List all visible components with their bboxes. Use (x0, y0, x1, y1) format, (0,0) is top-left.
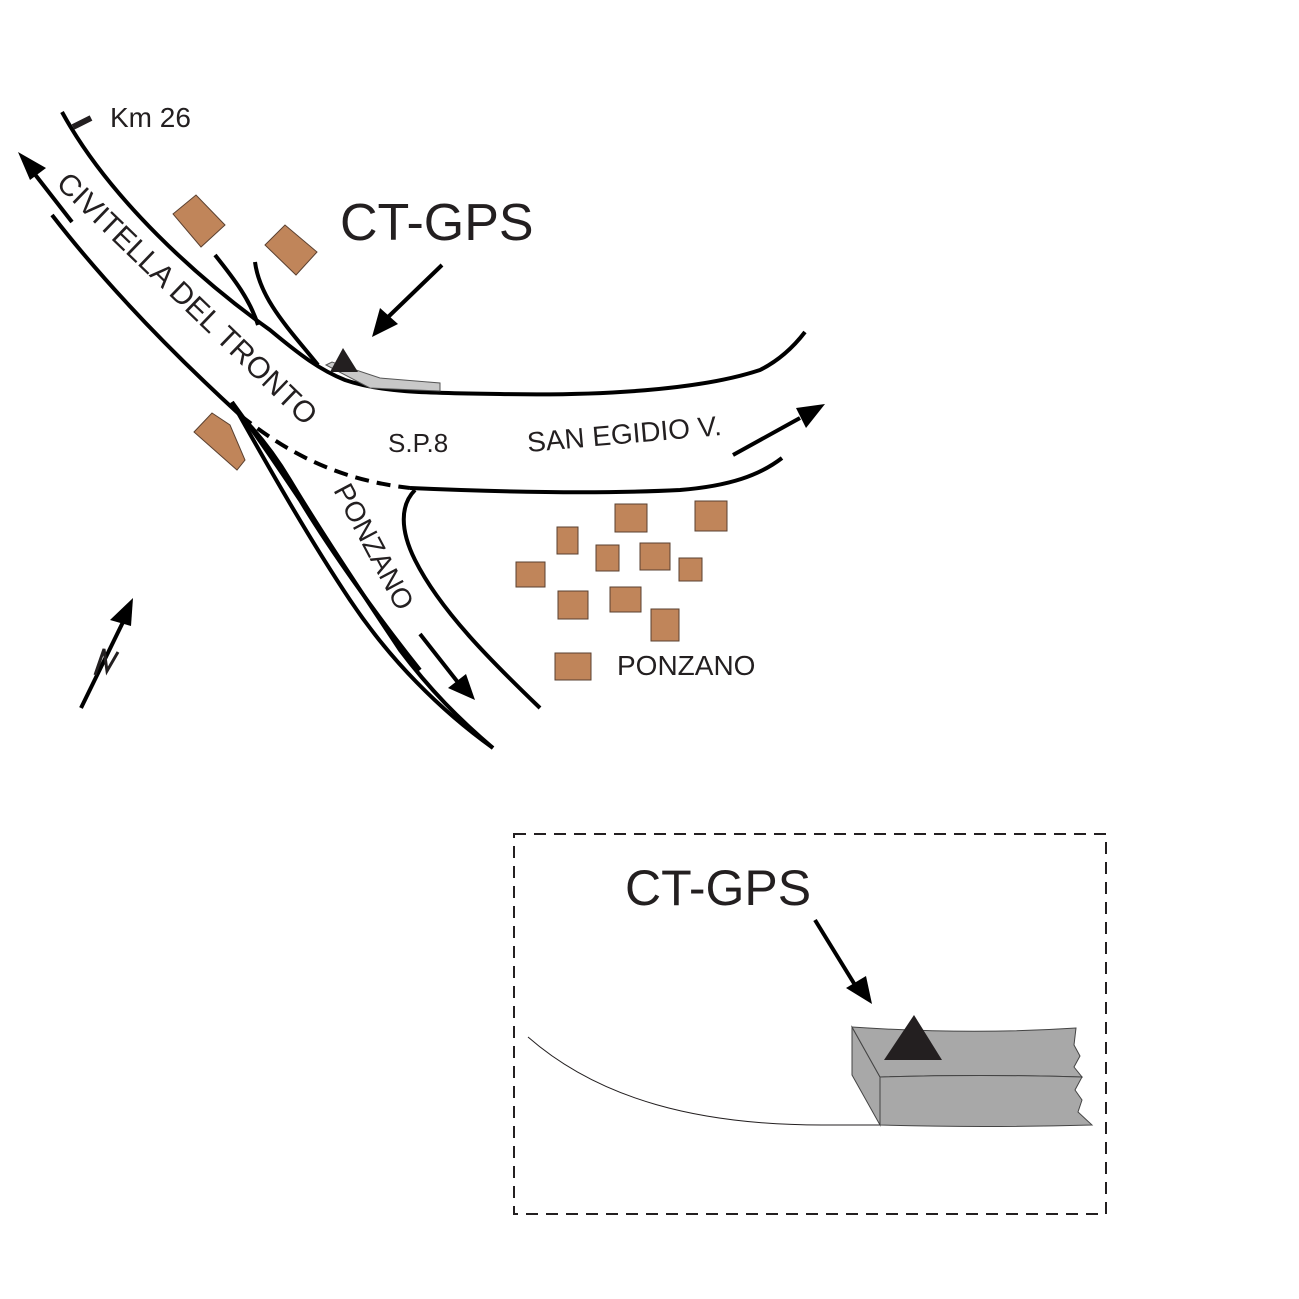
km-marker-tick (71, 115, 93, 130)
building (595, 544, 620, 572)
side-road-2 (253, 261, 320, 367)
road-ponzano-inner-edge (401, 488, 542, 710)
building (678, 557, 703, 582)
station-marker-icon (330, 348, 358, 372)
building (515, 561, 546, 588)
label-ponzano-town: PONZANO (617, 650, 755, 681)
road-civitella-inner-edge (230, 400, 422, 672)
road-sp8-lower-edge (409, 456, 784, 495)
road-junction-dashed (238, 413, 411, 490)
road-civitella-lower-edge (50, 213, 495, 750)
arrow-ponzano-icon (418, 632, 475, 700)
building (614, 503, 648, 533)
building (554, 652, 592, 681)
inset-station-marker-icon (884, 1015, 942, 1060)
inset-label-ct-gps: CT-GPS (625, 860, 811, 916)
inset-slab-side (879, 1075, 1094, 1127)
inset-arrow-icon (813, 918, 872, 1004)
arrow-san-egidio-icon (732, 404, 825, 457)
inset-panel: CT-GPS (513, 833, 1107, 1215)
north-arrow-icon (79, 598, 133, 709)
buildings-group (172, 194, 728, 681)
station-slab (324, 361, 441, 392)
inset-slab-top (851, 1026, 1084, 1078)
arrow-civitella-icon (18, 152, 74, 224)
inset-border (513, 833, 1107, 1215)
building (557, 590, 589, 620)
building (264, 224, 318, 276)
label-sp8: S.P.8 (388, 428, 448, 458)
road-ponzano-outer-edge (230, 401, 495, 750)
road-civitella-upper-edge (60, 111, 807, 397)
building (694, 500, 728, 532)
label-ct-gps-main: CT-GPS (340, 194, 534, 252)
building (556, 526, 579, 555)
inset-terrain-line (527, 1036, 880, 1126)
building (172, 194, 226, 248)
building (639, 542, 671, 571)
label-san-egidio: SAN EGIDIO V. (526, 410, 723, 458)
building (650, 608, 680, 642)
km-marker-label: Km 26 (110, 102, 191, 133)
arrow-to-station-icon (372, 263, 444, 337)
side-road-1 (213, 253, 260, 326)
building (193, 412, 246, 471)
building (609, 586, 642, 613)
